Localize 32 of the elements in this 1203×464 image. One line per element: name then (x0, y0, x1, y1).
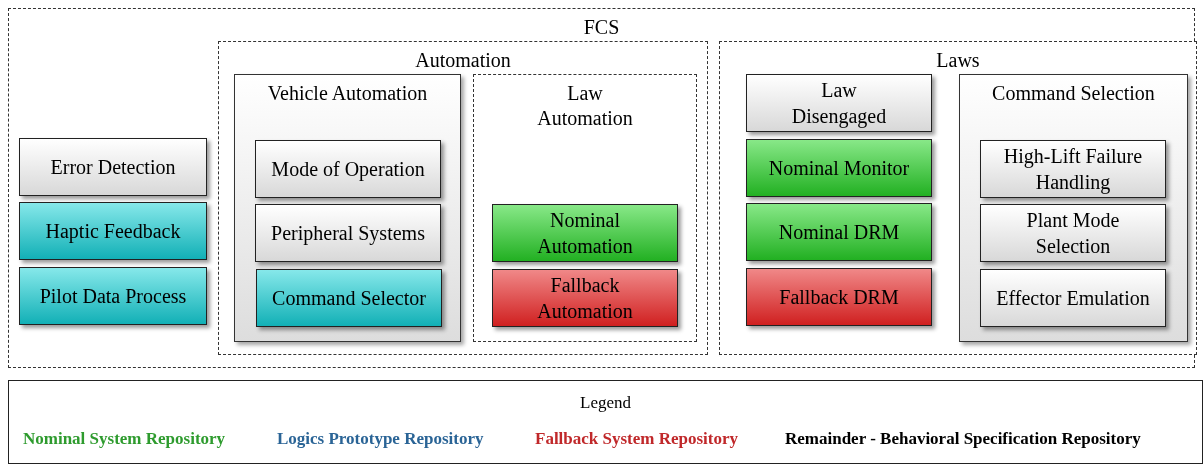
component-box: Nominal DRM (746, 203, 932, 261)
component-box: Error Detection (19, 138, 207, 196)
legend-entry: Nominal System Repository (23, 429, 226, 449)
group-title: Automation (415, 48, 511, 73)
component-box: Nominal Automation (492, 204, 678, 262)
dashed-group-frame (8, 8, 1195, 368)
legend-title: Legend (580, 393, 631, 413)
dashed-group-frame (218, 41, 708, 355)
component-box: Law Disengaged (746, 74, 932, 132)
component-box: Fallback DRM (746, 268, 932, 326)
legend-entry: Logics Prototype Repository (277, 429, 484, 449)
component-box: Pilot Data Process (19, 267, 207, 325)
group-title: Laws (936, 48, 980, 73)
group-title: Command Selection (992, 81, 1155, 106)
component-box: Effector Emulation (980, 269, 1166, 327)
dashed-group-frame (473, 74, 697, 342)
component-box: Fallback Automation (492, 269, 678, 327)
legend-entry: Remainder - Behavioral Specification Repository (785, 429, 1141, 449)
component-box: Nominal Monitor (746, 139, 932, 197)
group-panel (959, 74, 1188, 342)
component-box: Haptic Feedback (19, 202, 207, 260)
component-box: Plant Mode Selection (980, 204, 1166, 262)
component-box: Peripheral Systems (255, 204, 441, 262)
group-title: FCS (583, 15, 620, 40)
component-box: Command Selector (256, 269, 442, 327)
dashed-group-frame (719, 41, 1197, 355)
legend-entry: Fallback System Repository (535, 429, 739, 449)
component-box: High-Lift Failure Handling (980, 140, 1166, 198)
component-box: Mode of Operation (255, 140, 441, 198)
group-title: Vehicle Automation (267, 81, 428, 106)
group-title: Law Automation (536, 81, 634, 131)
group-panel (234, 74, 461, 342)
